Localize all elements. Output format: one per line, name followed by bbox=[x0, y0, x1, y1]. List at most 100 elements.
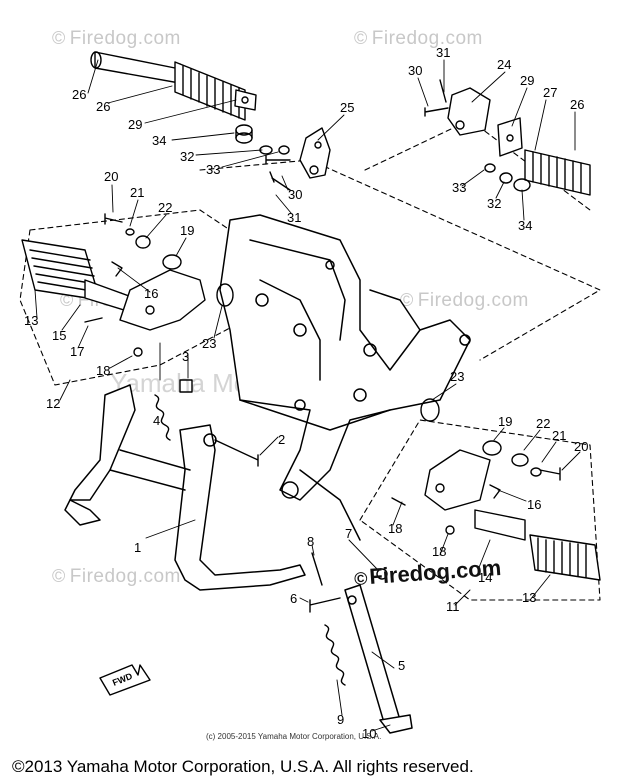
washer bbox=[125, 228, 135, 236]
callout-9: 9 bbox=[337, 712, 344, 727]
callout-16: 16 bbox=[527, 497, 541, 512]
upper-left-bracket bbox=[299, 127, 331, 179]
callout-21: 21 bbox=[552, 428, 566, 443]
callout-33: 33 bbox=[206, 162, 220, 177]
callout-19: 19 bbox=[498, 414, 512, 429]
washer bbox=[499, 172, 513, 184]
spring-clip bbox=[111, 261, 123, 277]
callout-13: 13 bbox=[24, 313, 38, 328]
bolt bbox=[539, 467, 561, 481]
upper-left-footrest-rubber bbox=[174, 61, 246, 121]
callout-22: 22 bbox=[158, 200, 172, 215]
callout-32: 32 bbox=[180, 149, 194, 164]
callout-30: 30 bbox=[288, 187, 302, 202]
callout-8: 8 bbox=[307, 534, 314, 549]
callout-19: 19 bbox=[180, 223, 194, 238]
callout-32: 32 bbox=[487, 196, 501, 211]
collar bbox=[179, 379, 193, 393]
callout-2: 2 bbox=[278, 432, 285, 447]
side-stand-spring bbox=[324, 624, 346, 686]
callout-23: 23 bbox=[450, 369, 464, 384]
collar bbox=[513, 178, 531, 192]
lower-right-bracket bbox=[424, 449, 491, 511]
bolt bbox=[265, 155, 291, 165]
nut bbox=[445, 525, 455, 535]
callout-6: 6 bbox=[290, 591, 297, 606]
upper-left-plate bbox=[234, 89, 257, 111]
wave-washer bbox=[216, 283, 234, 307]
upper-right-bracket bbox=[447, 87, 491, 136]
callout-3: 3 bbox=[182, 349, 189, 364]
callout-21: 21 bbox=[130, 185, 144, 200]
callout-33: 33 bbox=[452, 180, 466, 195]
callout-30: 30 bbox=[408, 63, 422, 78]
bolt bbox=[309, 597, 341, 613]
bolt bbox=[104, 213, 123, 225]
callout-26: 26 bbox=[96, 99, 110, 114]
spring-pin bbox=[311, 552, 323, 586]
callout-12: 12 bbox=[46, 396, 60, 411]
watermark-low-left: ©Firedog.com bbox=[52, 566, 181, 587]
callout-15: 15 bbox=[52, 328, 66, 343]
callout-34: 34 bbox=[152, 133, 166, 148]
callout-7: 7 bbox=[345, 526, 352, 541]
lower-left-footrest-rubber bbox=[21, 239, 101, 301]
cotter-pin bbox=[439, 79, 447, 103]
washer bbox=[484, 163, 496, 173]
assembly-box-right bbox=[359, 419, 601, 601]
callout-5: 5 bbox=[398, 658, 405, 673]
frame bbox=[219, 214, 471, 541]
callout-22: 22 bbox=[536, 416, 550, 431]
watermark-top-left: ©Firedog.com bbox=[52, 28, 181, 49]
washer bbox=[135, 235, 151, 249]
cotter-pin bbox=[391, 497, 406, 506]
washer bbox=[530, 467, 542, 477]
upper-left-collar bbox=[235, 124, 253, 144]
washer bbox=[511, 453, 529, 467]
copyright-footer: ©2013 Yamaha Motor Corporation, U.S.A. A… bbox=[12, 757, 474, 776]
nut bbox=[376, 568, 388, 580]
wave-washer bbox=[420, 398, 440, 422]
callout-26: 26 bbox=[570, 97, 584, 112]
nut bbox=[133, 347, 143, 357]
main-stand bbox=[64, 384, 306, 591]
callout-25: 25 bbox=[340, 100, 354, 115]
lower-right-footrest-rod bbox=[474, 509, 526, 541]
callout-11: 11 bbox=[446, 599, 460, 614]
callout-24: 24 bbox=[497, 57, 511, 72]
callout-1: 1 bbox=[134, 540, 141, 555]
callout-34: 34 bbox=[518, 218, 532, 233]
callout-20: 20 bbox=[574, 439, 588, 454]
cotter-pin bbox=[84, 317, 103, 323]
lower-right-footrest-rubber bbox=[529, 534, 601, 581]
side-stand bbox=[344, 584, 413, 734]
leader-lines bbox=[34, 59, 581, 732]
callout-27: 27 bbox=[543, 85, 557, 100]
callout-31: 31 bbox=[436, 45, 450, 60]
pivot-collar bbox=[482, 440, 502, 456]
pivot-collar bbox=[162, 254, 182, 270]
callout-29: 29 bbox=[128, 117, 142, 132]
callout-29: 29 bbox=[520, 73, 534, 88]
callout-4: 4 bbox=[153, 413, 160, 428]
callout-31: 31 bbox=[287, 210, 301, 225]
spring-clip bbox=[489, 484, 501, 499]
bolt bbox=[424, 107, 449, 117]
spring-small bbox=[154, 394, 171, 441]
watermark-top-right: ©Firedog.com bbox=[354, 28, 483, 49]
callout-17: 18 bbox=[388, 521, 402, 536]
callout-10: 10 bbox=[362, 726, 376, 741]
callout-14: 14 bbox=[478, 570, 492, 585]
upper-right-footrest-rubber bbox=[524, 149, 591, 196]
callout-20: 20 bbox=[104, 169, 118, 184]
callout-23: 23 bbox=[202, 336, 216, 351]
parts-diagram: 26 26 29 34 32 33 30 31 25 30 31 24 29 2… bbox=[19, 45, 601, 741]
fwd-arrow-icon bbox=[99, 664, 151, 696]
callout-18: 18 bbox=[96, 363, 110, 378]
fine-print: (c) 2005-2015 Yamaha Motor Corporation, … bbox=[206, 732, 382, 741]
callout-18: 18 bbox=[432, 544, 446, 559]
callout-13: 13 bbox=[522, 590, 536, 605]
callout-28: 26 bbox=[72, 87, 86, 102]
callout-17: 17 bbox=[70, 344, 84, 359]
upper-right-plate bbox=[497, 117, 523, 157]
